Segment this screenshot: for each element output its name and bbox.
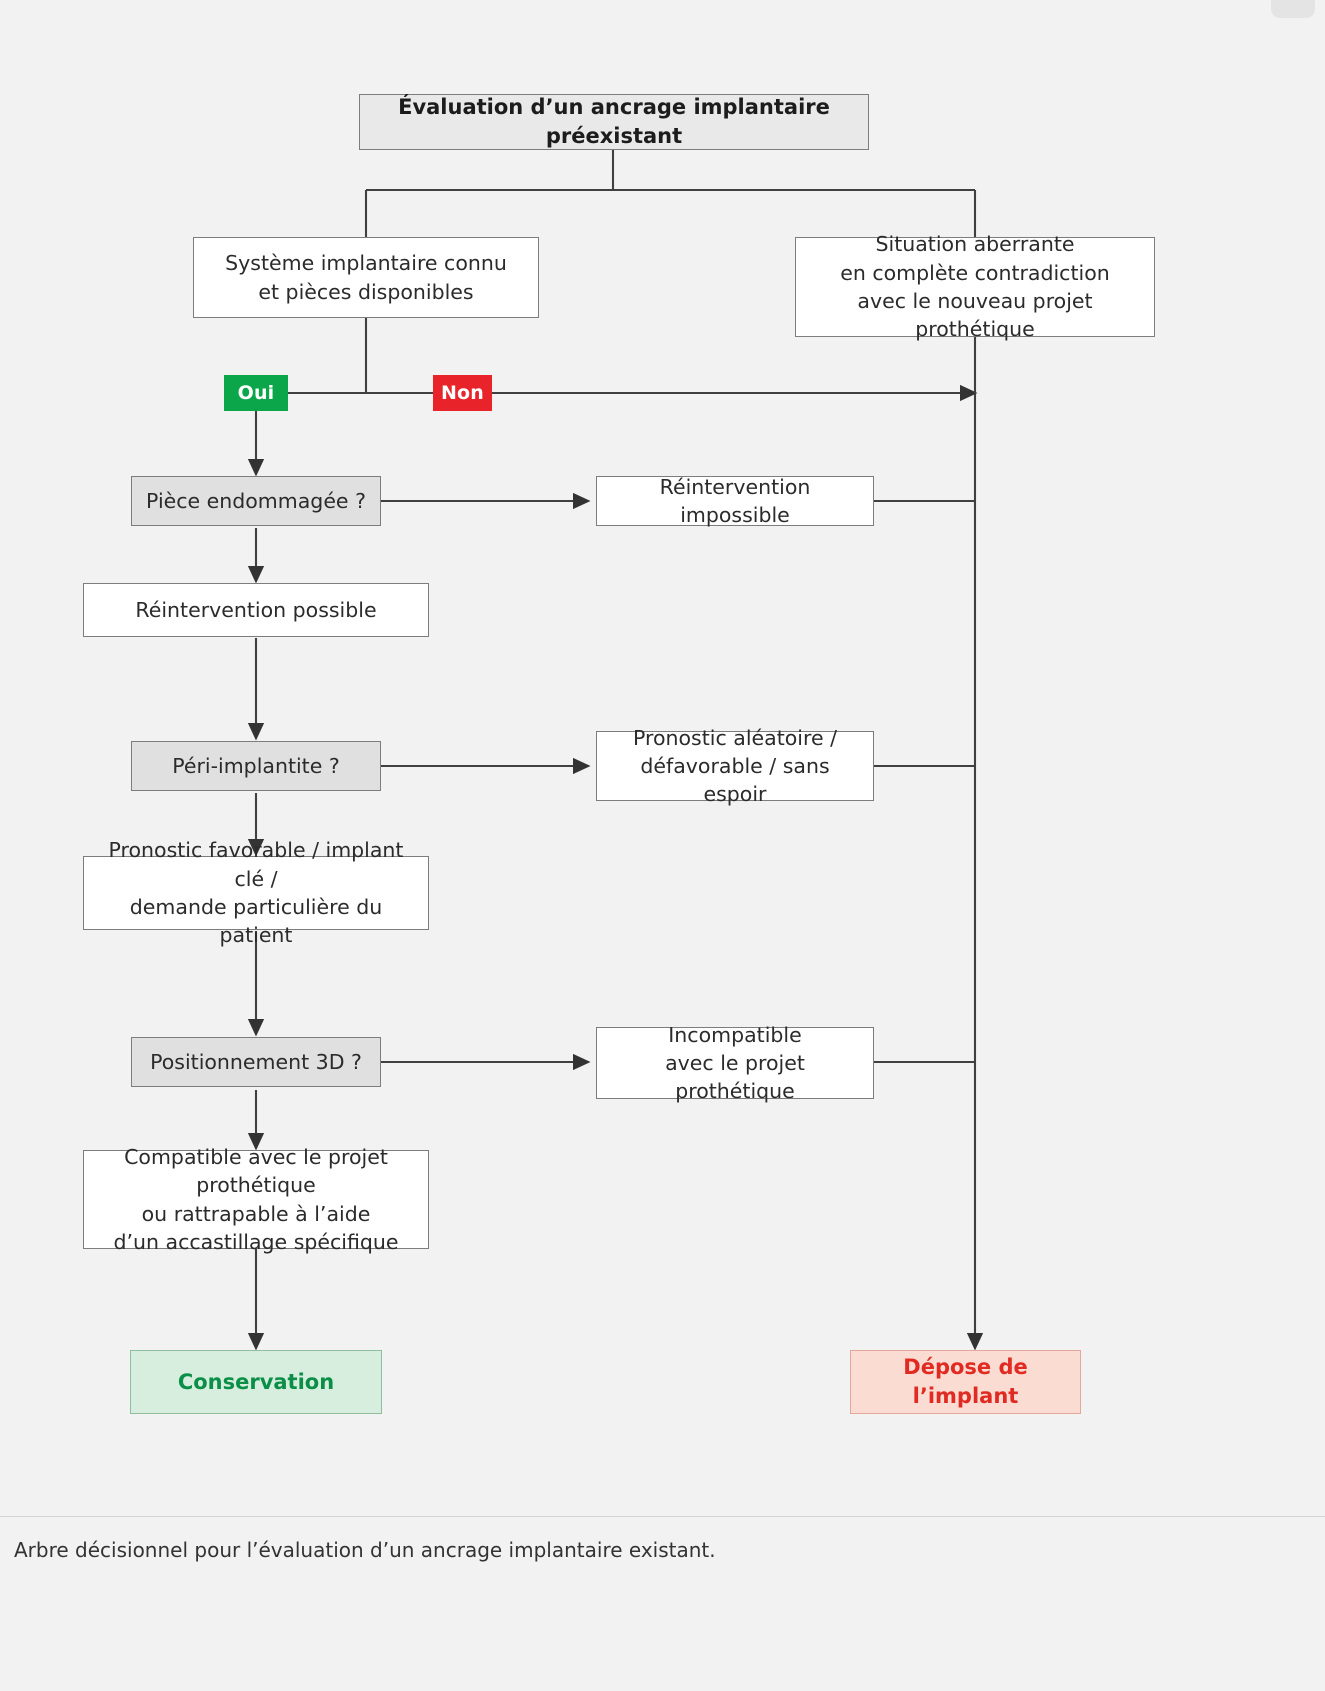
node-outcome-depose-implant[interactable]: Dépose de l’implant: [850, 1350, 1081, 1414]
node-aberrant-line3: avec le nouveau projet prothétique: [857, 289, 1093, 342]
node-reintervention-possible-label: Réintervention possible: [135, 597, 377, 622]
node-prognosis-favorable[interactable]: Pronostic favorable / implant clé / dema…: [83, 838, 429, 947]
node-aberrant-line2: en complète contradiction: [840, 260, 1110, 285]
node-peri-implantitis-label: Péri-implantite ?: [172, 753, 340, 778]
node-reintervention-impossible-label: Réintervention impossible: [659, 474, 811, 527]
node-damaged-part-label: Pièce endommagée ?: [146, 488, 366, 513]
node-outcome-conservation[interactable]: Conservation: [130, 1350, 382, 1414]
node-aberrant-line1: Situation aberrante: [875, 232, 1075, 257]
node-compatible-line1: Compatible avec le projet prothétique: [124, 1144, 388, 1198]
node-known-system-line1: Système implantaire connu: [225, 251, 507, 276]
node-decision-damaged-part[interactable]: Pièce endommagée ?: [131, 476, 381, 526]
node-reintervention-impossible[interactable]: Réintervention impossible: [596, 475, 874, 527]
node-prognosis-unfavorable-line2: défavorable / sans espoir: [640, 753, 830, 807]
node-3d-positioning-label: Positionnement 3D ?: [150, 1049, 362, 1074]
node-incompatible-line1: Incompatible: [668, 1022, 802, 1047]
node-prognosis-unfavorable-line1: Pronostic aléatoire /: [633, 725, 837, 750]
node-conservation-label: Conservation: [177, 1369, 335, 1394]
node-known-system-line2: et pièces disponibles: [258, 279, 474, 304]
figure-caption: Arbre décisionnel pour l’évaluation d’un…: [14, 1538, 716, 1562]
node-known-implant-system[interactable]: Système implantaire connu et pièces disp…: [193, 237, 539, 318]
node-depose-label: Dépose de l’implant: [903, 1355, 1028, 1408]
node-compatible-project[interactable]: Compatible avec le projet prothétique ou…: [83, 1145, 429, 1254]
node-decision-peri-implantitis[interactable]: Péri-implantite ?: [131, 741, 381, 791]
node-aberrant-situation[interactable]: Situation aberrante en complète contradi…: [795, 232, 1155, 341]
branch-label-oui[interactable]: Oui: [224, 375, 288, 411]
node-root-evaluation[interactable]: Évaluation d’un ancrage implantaire prée…: [359, 94, 869, 150]
node-reintervention-possible[interactable]: Réintervention possible: [83, 583, 429, 637]
node-prognosis-unfavorable[interactable]: Pronostic aléatoire / défavorable / sans…: [596, 726, 874, 806]
node-compatible-line3: d’un accastillage spécifique: [113, 1229, 399, 1254]
node-prognosis-favorable-line1: Pronostic favorable / implant clé /: [108, 838, 404, 891]
page-corner-mark: [1271, 0, 1315, 18]
caption-divider: [0, 1516, 1325, 1517]
node-decision-3d-positioning[interactable]: Positionnement 3D ?: [131, 1037, 381, 1087]
node-root-label: Évaluation d’un ancrage implantaire prée…: [398, 95, 830, 148]
node-incompatible-project[interactable]: Incompatible avec le projet prothétique: [596, 1023, 874, 1103]
branch-label-non[interactable]: Non: [433, 375, 492, 411]
branch-label-non-text: Non: [440, 382, 485, 404]
node-compatible-line2: ou rattrapable à l’aide: [141, 1201, 371, 1226]
node-incompatible-line2: avec le projet prothétique: [665, 1050, 805, 1104]
node-prognosis-favorable-line2: demande particulière du patient: [129, 895, 383, 948]
branch-label-oui-text: Oui: [237, 382, 275, 404]
